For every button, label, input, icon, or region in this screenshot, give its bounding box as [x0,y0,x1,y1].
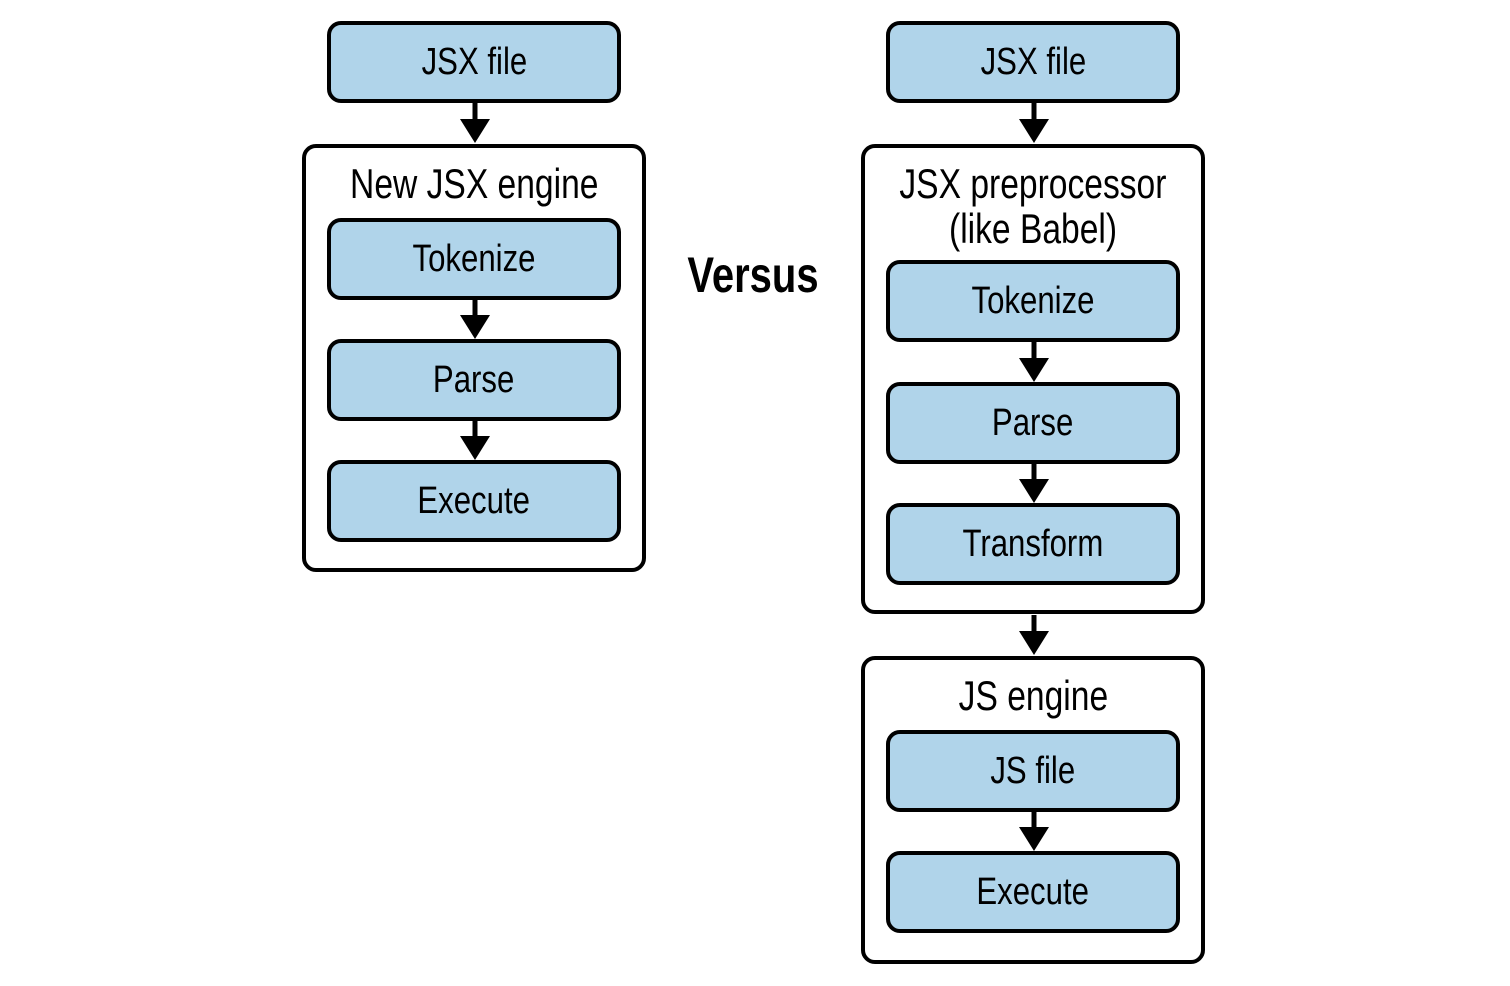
preprocessor-title-line2: (like Babel) [948,205,1118,252]
label: Tokenize [412,237,536,280]
right-transform-box: Transform [886,503,1180,585]
left-jsx-file-box: JSX file [327,21,621,103]
right-js-file-box: JS file [886,730,1180,812]
arrow-down-icon [460,420,490,460]
label: Tokenize [971,279,1095,322]
arrow-down-icon [1019,615,1049,655]
new-jsx-engine-title: New JSX engine [349,160,599,207]
label: JSX file [421,40,527,83]
label: Transform [962,522,1104,565]
right-parse-box: Parse [886,382,1180,464]
js-engine-title: JS engine [958,672,1108,719]
right-execute-box: Execute [886,851,1180,933]
arrow-down-icon [1019,811,1049,851]
left-execute-box: Execute [327,460,621,542]
arrow-down-icon [1019,463,1049,503]
left-parse-box: Parse [327,339,621,421]
label: Execute [417,479,531,522]
arrow-down-icon [1019,342,1049,382]
label: JSX file [980,40,1086,83]
arrow-down-icon [460,103,490,143]
label: Parse [433,358,515,401]
arrow-down-icon [460,299,490,339]
versus-label: Versus [687,247,819,303]
label: Parse [992,401,1074,444]
label: JS file [990,749,1076,792]
left-tokenize-box: Tokenize [327,218,621,300]
right-jsx-file-box: JSX file [886,21,1180,103]
preprocessor-title-line1: JSX preprocessor [899,160,1167,207]
label: Execute [976,870,1090,913]
arrow-down-icon [1019,103,1049,143]
right-tokenize-box: Tokenize [886,260,1180,342]
